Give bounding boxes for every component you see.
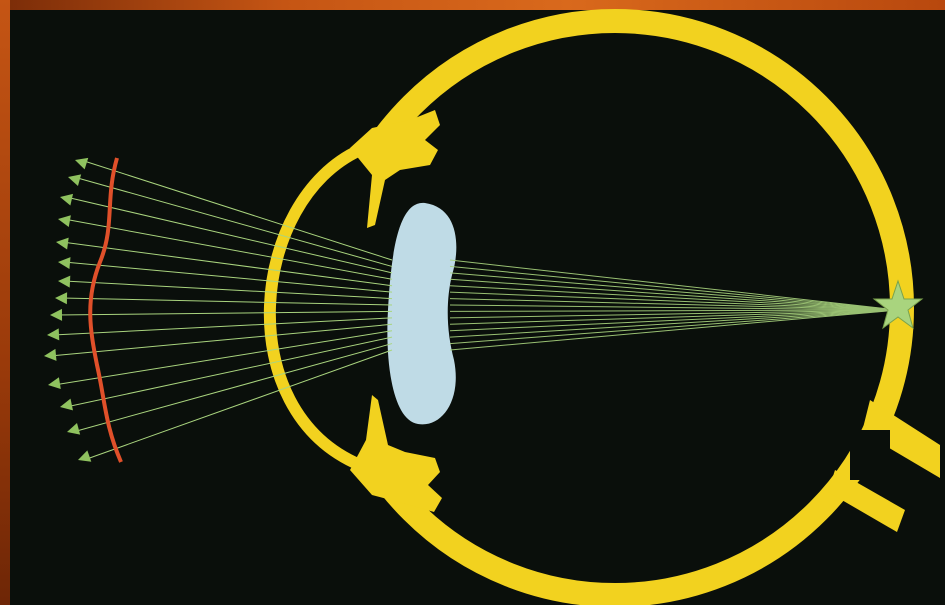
arrowhead-left-icon <box>56 237 69 250</box>
slide-top-frame <box>0 0 945 10</box>
ray-inside <box>449 309 899 332</box>
arrowhead-left-icon <box>60 398 73 411</box>
ray-inside <box>449 309 899 325</box>
ray-arrowheads <box>44 157 92 462</box>
ray-outside <box>73 176 393 267</box>
ray-inside <box>449 304 899 311</box>
ray-inside <box>449 272 899 311</box>
wavefront-curve <box>88 157 123 463</box>
ray-outside <box>63 261 393 293</box>
ciliary-body-lower <box>350 395 442 512</box>
ray-outside <box>49 323 393 357</box>
ray-inside <box>449 259 899 311</box>
rays-outside-eye <box>49 159 393 461</box>
ray-outside <box>63 280 393 300</box>
lens <box>387 202 457 425</box>
arrowhead-left-icon <box>50 308 63 321</box>
star-icon <box>872 279 924 330</box>
ray-inside <box>449 298 899 311</box>
ray-inside <box>449 285 899 311</box>
ray-inside <box>449 309 899 345</box>
arrowhead-left-icon <box>78 450 92 462</box>
ray-inside <box>449 278 899 311</box>
arrowhead-left-icon <box>55 292 68 305</box>
ray-outside <box>65 336 393 408</box>
arrowhead-left-icon <box>60 193 74 206</box>
ray-outside <box>72 343 393 433</box>
rays-inside-eye <box>449 259 899 351</box>
ray-inside <box>449 309 899 351</box>
ray-inside <box>449 265 899 311</box>
arrowhead-left-icon <box>58 215 71 228</box>
optic-nerve-gap <box>850 430 890 480</box>
optic-nerve-upper <box>862 400 940 478</box>
arrowhead-left-icon <box>44 348 57 361</box>
ray-inside <box>449 309 899 319</box>
ray-outside <box>80 159 393 261</box>
ray-outside <box>52 317 393 336</box>
ray-inside <box>449 309 899 312</box>
arrowhead-left-icon <box>68 174 82 186</box>
arrowhead-left-icon <box>58 257 71 270</box>
cornea <box>264 144 363 471</box>
arrowhead-left-icon <box>58 275 71 288</box>
arrowhead-left-icon <box>47 328 60 341</box>
ray-outside <box>60 297 393 306</box>
optic-nerve-lower <box>828 470 905 532</box>
arrowhead-left-icon <box>48 377 61 390</box>
ciliary-body-upper <box>350 110 440 228</box>
ray-outside <box>83 349 393 461</box>
ray-outside <box>63 218 393 280</box>
ray-outside <box>55 310 393 316</box>
arrowhead-left-icon <box>67 423 81 435</box>
ray-inside <box>449 309 899 338</box>
ray-outside <box>61 241 393 287</box>
ray-outside <box>53 330 393 386</box>
arrowhead-left-icon <box>75 157 89 170</box>
ray-inside <box>449 291 899 311</box>
ray-outside <box>65 196 393 274</box>
slide-left-frame <box>0 0 10 605</box>
